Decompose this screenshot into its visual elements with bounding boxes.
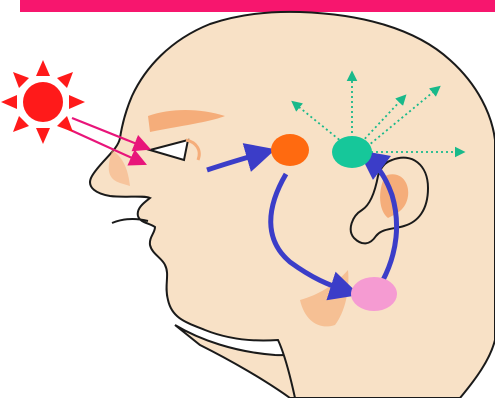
sun-icon [1, 60, 85, 144]
brain-node [332, 136, 372, 168]
head-outline [90, 12, 495, 398]
gland-node [351, 277, 397, 311]
top-banner [20, 0, 495, 12]
eye-node [271, 134, 309, 166]
